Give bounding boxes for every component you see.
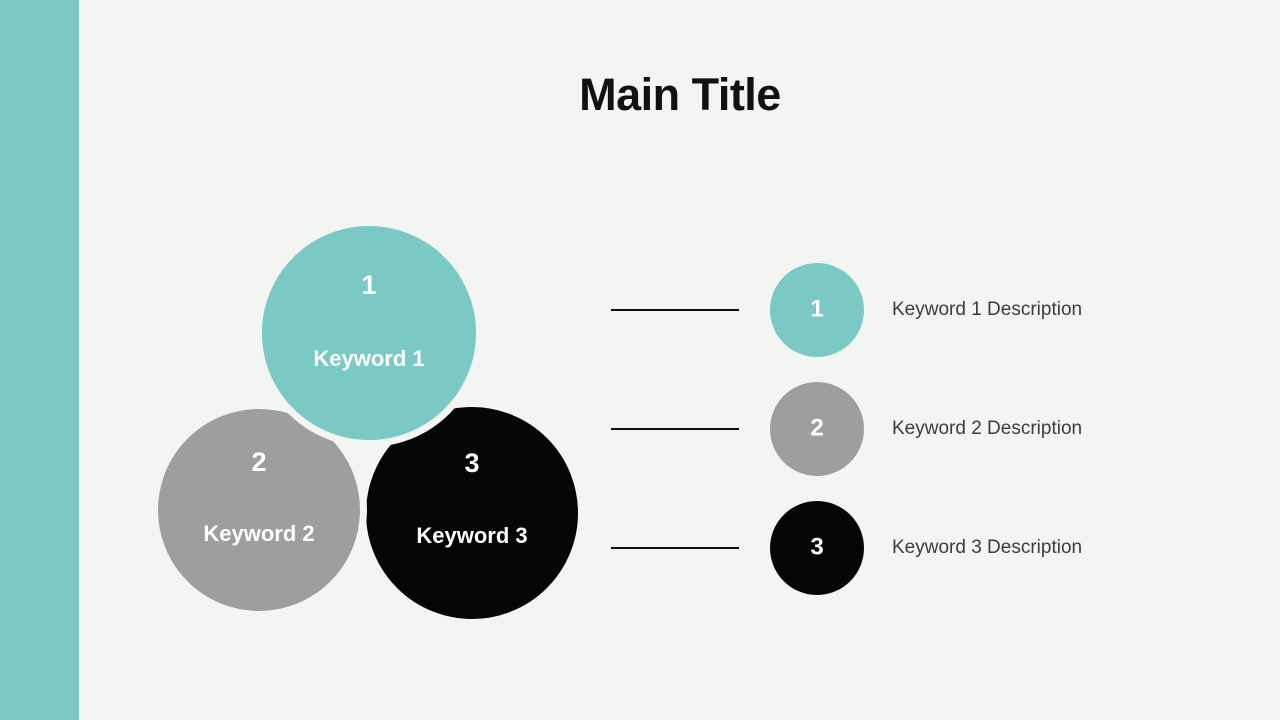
venn-circle-2-label: Keyword 2 xyxy=(203,521,315,546)
venn-circle-3-number: 3 xyxy=(464,448,480,478)
legend-badge-3-number: 3 xyxy=(810,532,824,560)
legend-item-3[interactable]: 3 Keyword 3 Description xyxy=(611,488,1231,607)
legend-badge-2-number: 2 xyxy=(810,413,824,441)
venn-circle-1-label: Keyword 1 xyxy=(313,346,425,371)
page-title: Main Title xyxy=(579,69,781,120)
venn-circle-1[interactable]: 1 Keyword 1 xyxy=(255,219,483,447)
legend-badge-1[interactable]: 1 xyxy=(770,262,864,357)
legend-description-3: Keyword 3 Description xyxy=(892,536,1083,558)
legend-item-1[interactable]: 1 Keyword 1 Description xyxy=(611,250,1231,369)
connector-line-icon xyxy=(611,546,739,549)
venn-circle-2-number: 2 xyxy=(251,447,267,477)
legend-badge-3[interactable]: 3 xyxy=(770,500,864,595)
legend-list: 1 Keyword 1 Description 2 Keyword 2 Desc… xyxy=(611,250,1231,607)
venn-circle-1-number: 1 xyxy=(361,270,377,300)
legend-item-2[interactable]: 2 Keyword 2 Description xyxy=(611,369,1231,488)
connector-line-icon xyxy=(611,427,739,430)
venn-diagram: 1 Keyword 1 2 Keyword 2 3 Keyword 3 xyxy=(140,200,610,650)
venn-circle-3-label: Keyword 3 xyxy=(416,523,528,548)
legend-badge-1-number: 1 xyxy=(810,294,824,322)
legend-description-2: Keyword 2 Description xyxy=(892,417,1083,439)
legend-badge-2[interactable]: 2 xyxy=(770,381,864,476)
left-accent-bar xyxy=(0,0,79,720)
connector-line-icon xyxy=(611,308,739,311)
legend-description-1: Keyword 1 Description xyxy=(892,298,1083,320)
